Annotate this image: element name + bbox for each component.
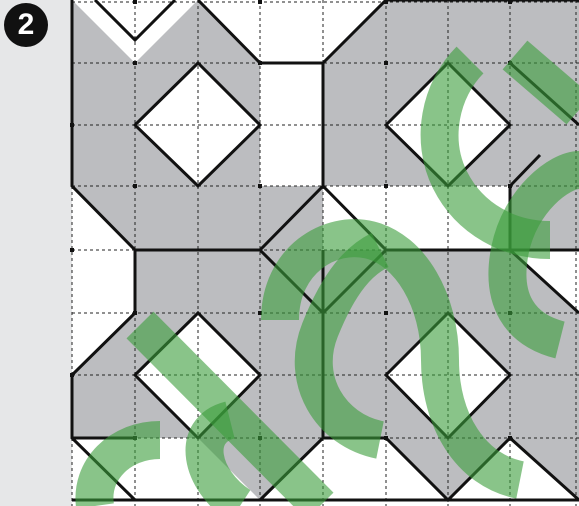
puzzle-page: 2 [0,0,579,506]
tessellation-figure [0,0,579,506]
